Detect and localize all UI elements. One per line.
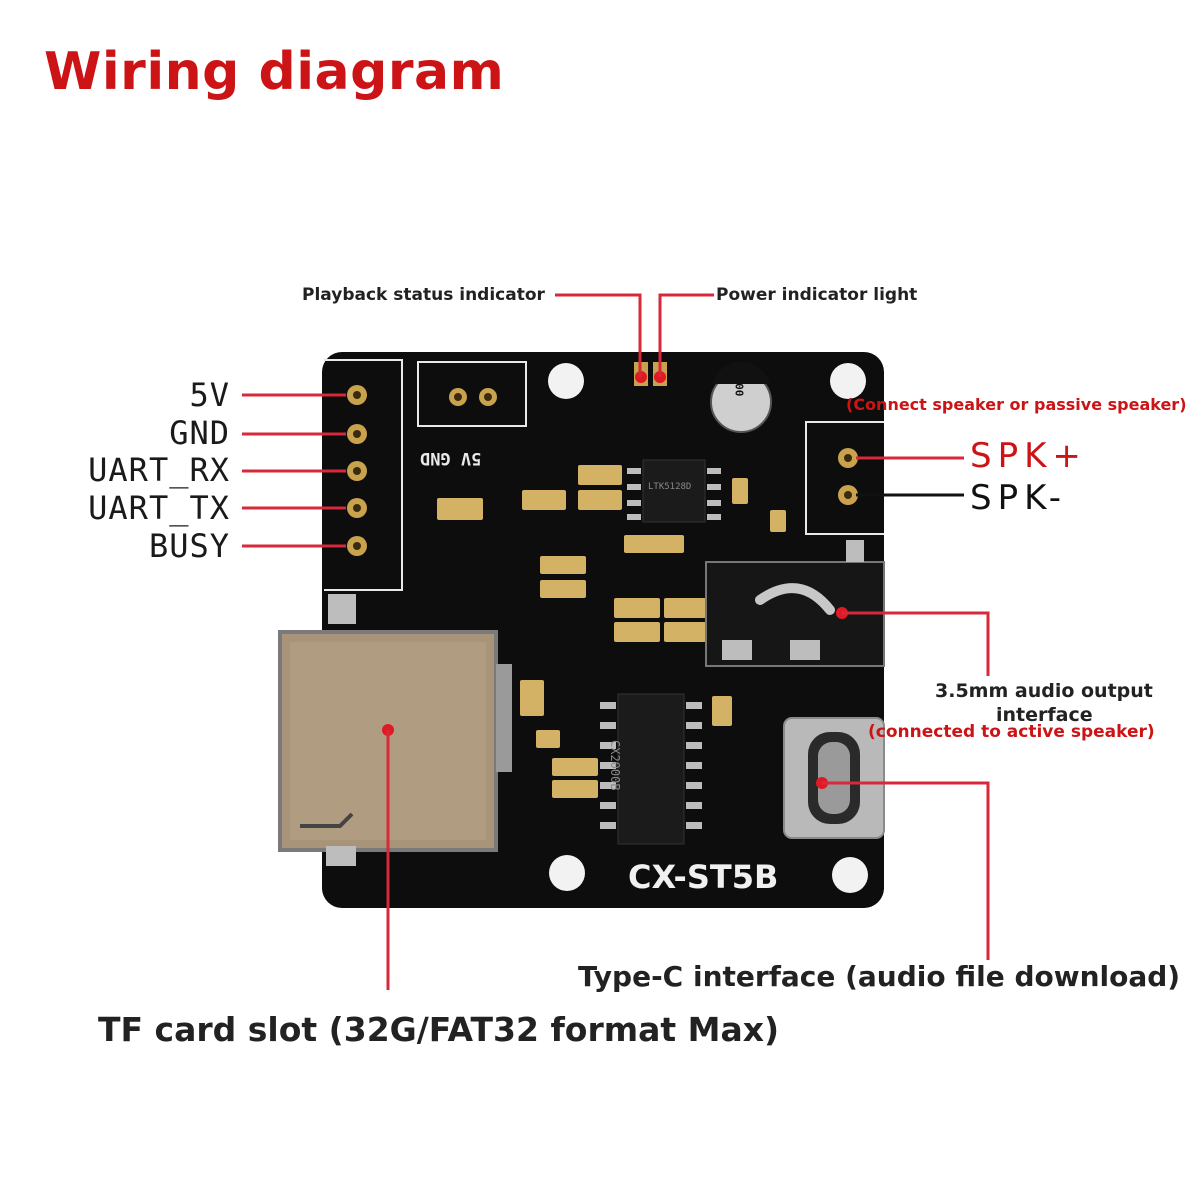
header-pads <box>347 385 367 556</box>
audio-output-label: 3.5mm audio output <box>935 680 1153 702</box>
pin-label-gnd: GND <box>169 414 230 452</box>
typec-connector <box>783 717 885 839</box>
tf-slot-label: TF card slot (32G/FAT32 format Max) <box>98 1010 780 1049</box>
amp-chip-marking: LTK5128D <box>648 482 692 492</box>
mounting-hole <box>549 855 585 891</box>
leader-lines <box>242 293 990 990</box>
mounting-hole <box>830 363 866 399</box>
main-chip-marking: CX2000B <box>608 740 622 791</box>
pin-label-busy: BUSY <box>148 527 230 565</box>
capacitor-marking: 100 <box>732 376 746 397</box>
playback-indicator-label: Playback status indicator <box>302 285 545 305</box>
board-model-label: CX-ST5B <box>628 858 779 896</box>
speaker-connector <box>805 421 884 535</box>
pin-label-5v: 5V <box>189 376 230 414</box>
page-title: Wiring diagram <box>44 42 505 102</box>
header-outline <box>324 359 403 591</box>
smd-components <box>437 465 786 798</box>
audio-output-label-line2: interface <box>996 704 1093 726</box>
tf-card-slot <box>278 594 512 866</box>
amp-chip <box>642 459 706 523</box>
main-chip <box>617 693 685 845</box>
spk-minus-label: SPK- <box>970 478 1068 518</box>
capacitor <box>710 361 772 433</box>
power-connector <box>417 361 527 427</box>
power-indicator-label: Power indicator light <box>716 285 918 305</box>
mounting-hole <box>548 363 584 399</box>
audio-output-note: (connected to active speaker) <box>868 722 1155 742</box>
spk-plus-label: SPK+ <box>970 436 1087 476</box>
pin-label-uart-rx: UART_RX <box>88 451 230 489</box>
mounting-hole <box>832 857 868 893</box>
speaker-note: (Connect speaker or passive speaker) <box>846 395 1187 414</box>
pin-label-uart-tx: UART_TX <box>88 489 230 527</box>
silkscreen-power: 5V GND <box>420 448 482 468</box>
typec-label: Type-C interface (audio file download) <box>578 960 1181 993</box>
